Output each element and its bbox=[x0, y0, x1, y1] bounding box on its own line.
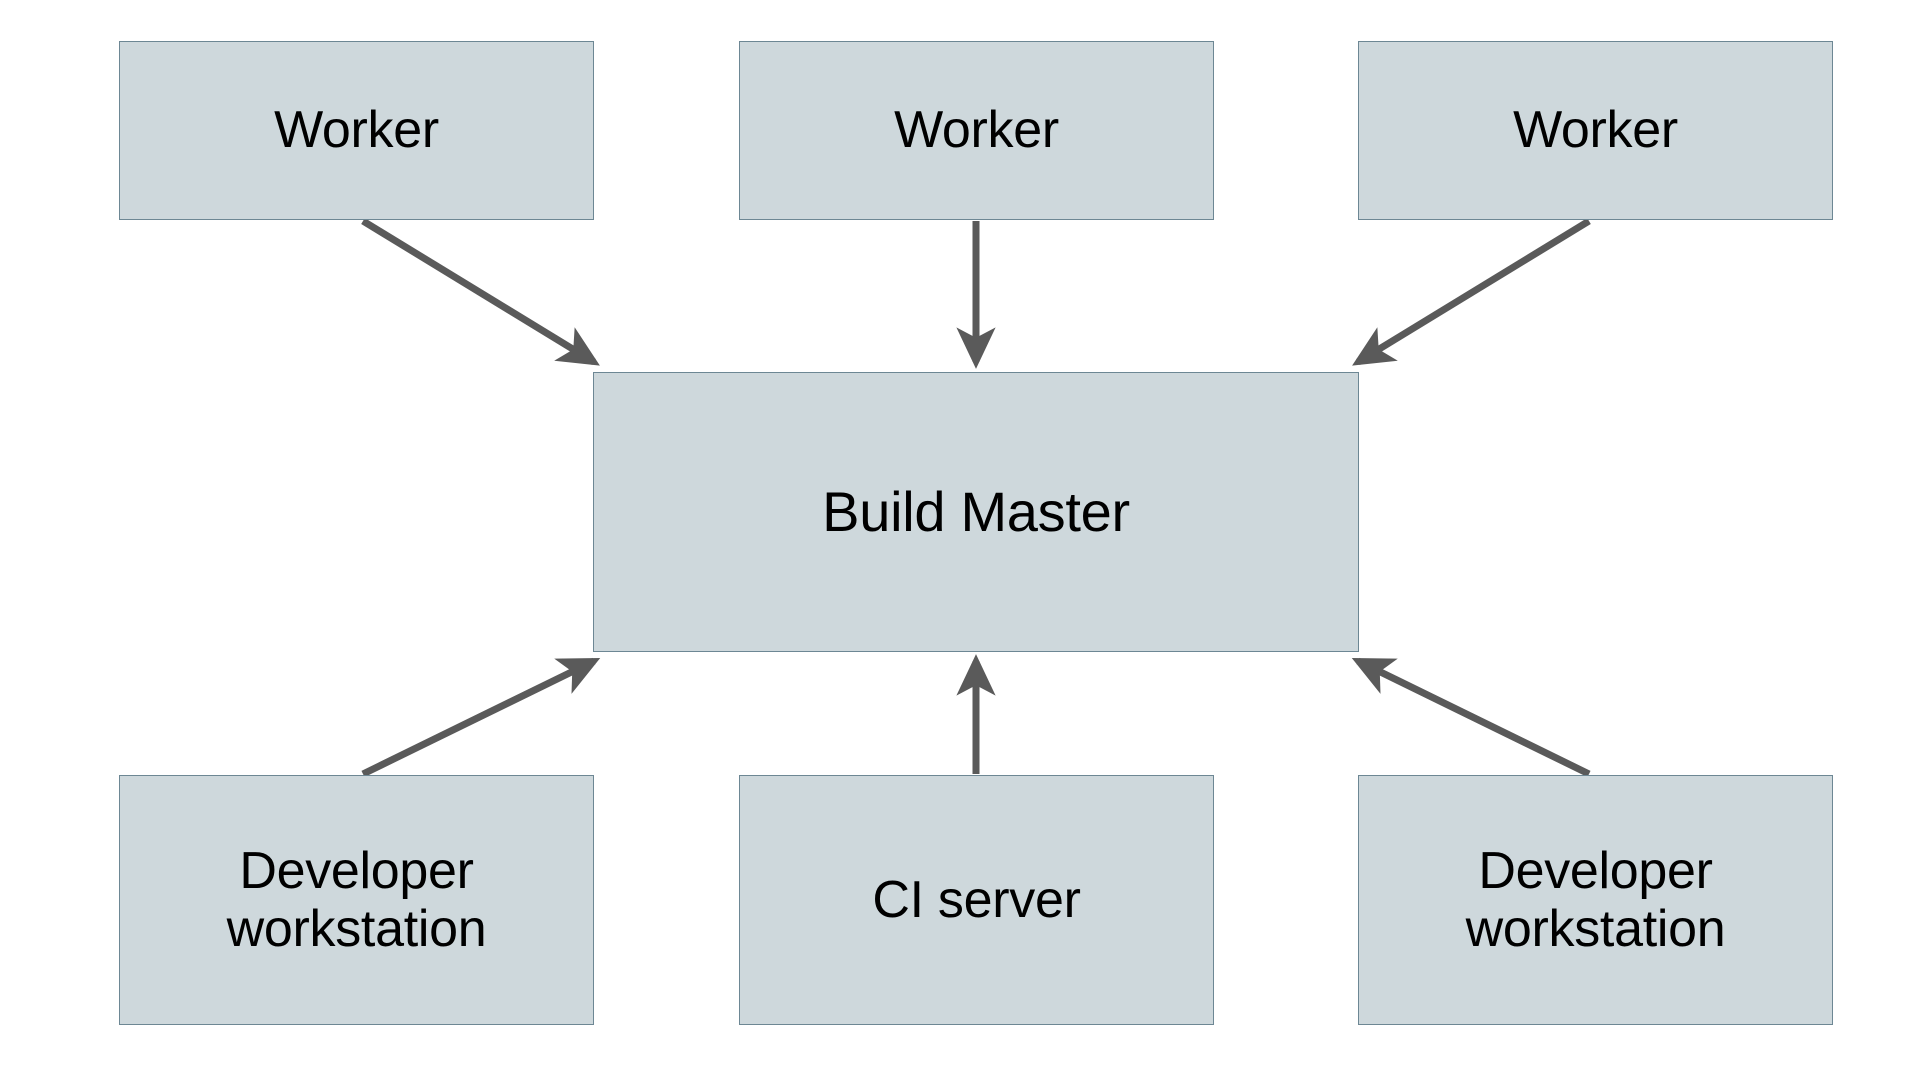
node-label: Build Master bbox=[822, 479, 1130, 543]
node-worker-center[interactable]: Worker bbox=[739, 41, 1214, 220]
node-label: Worker bbox=[1513, 101, 1678, 160]
node-ci-server[interactable]: CI server bbox=[739, 775, 1214, 1025]
edge-dev-left-to-master bbox=[361, 657, 601, 778]
edge-dev-right-to-master bbox=[1351, 657, 1591, 778]
node-label: Developer workstation bbox=[226, 841, 487, 958]
node-label: CI server bbox=[872, 870, 1081, 929]
node-label: Worker bbox=[274, 101, 439, 160]
node-developer-workstation-left[interactable]: Developer workstation bbox=[119, 775, 594, 1025]
node-worker-right[interactable]: Worker bbox=[1358, 41, 1833, 220]
node-label: Worker bbox=[894, 101, 1059, 160]
node-build-master[interactable]: Build Master bbox=[593, 372, 1359, 652]
node-label: Developer workstation bbox=[1465, 841, 1726, 958]
node-developer-workstation-right[interactable]: Developer workstation bbox=[1358, 775, 1833, 1025]
edge-worker-left-to-master bbox=[361, 218, 600, 366]
node-worker-left[interactable]: Worker bbox=[119, 41, 594, 220]
edge-worker-right-to-master bbox=[1352, 218, 1591, 366]
